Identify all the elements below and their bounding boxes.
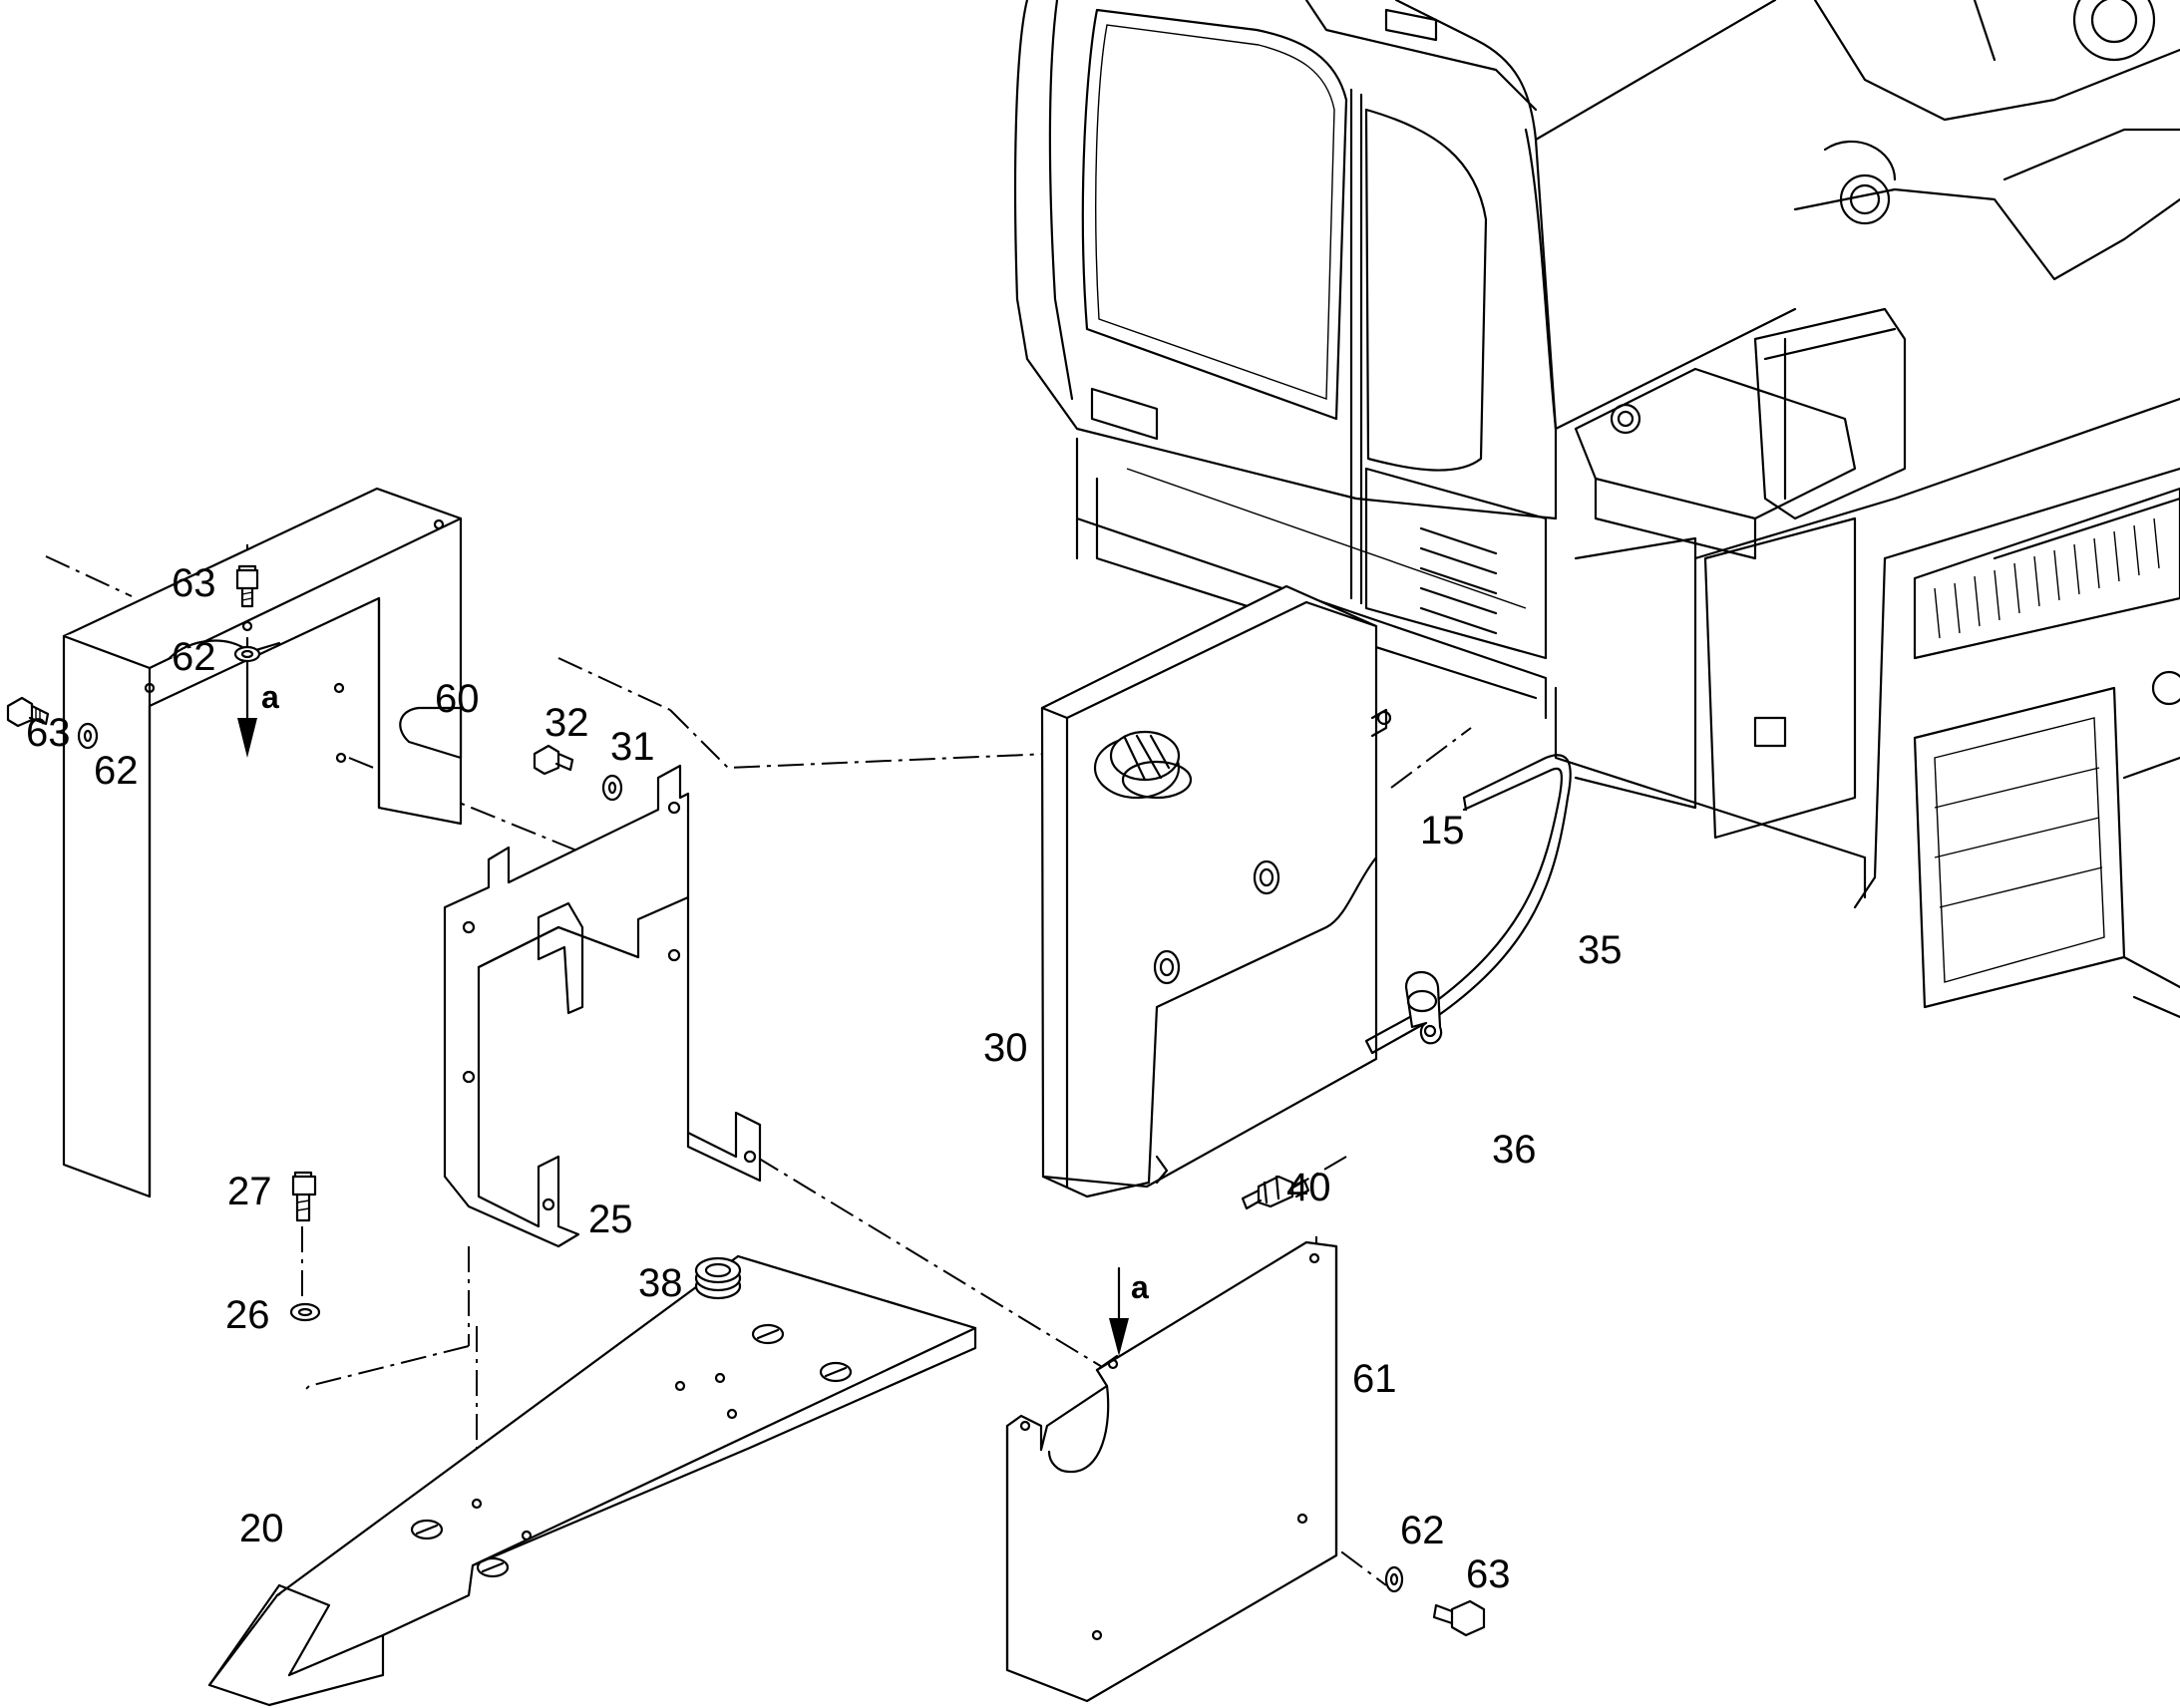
label-63-top: 63 <box>172 561 216 605</box>
hose-35 <box>1364 754 1572 1055</box>
grommet-38 <box>694 1256 742 1300</box>
label-36: 36 <box>1492 1128 1537 1172</box>
label-60: 60 <box>435 677 480 721</box>
view-arrow-a-left: a <box>261 679 279 715</box>
vent-slots <box>1419 526 1498 635</box>
label-35: 35 <box>1578 928 1623 972</box>
label-62-bottom: 62 <box>1400 1509 1445 1552</box>
bolt-27 <box>291 1171 317 1222</box>
label-26: 26 <box>225 1293 270 1337</box>
label-32: 32 <box>545 701 589 745</box>
label-63-left: 63 <box>26 711 71 755</box>
bolt-63-bottom <box>1432 1599 1486 1637</box>
view-arrow-a-right: a <box>1131 1269 1149 1305</box>
bolt-32 <box>533 744 574 776</box>
label-27: 27 <box>227 1170 272 1213</box>
view-arrow-labels: a a <box>261 679 1149 1305</box>
washer-62-bottom <box>1384 1565 1404 1593</box>
label-62-left: 62 <box>94 749 139 793</box>
fitting-40 <box>1241 1175 1310 1210</box>
label-20: 20 <box>239 1507 284 1550</box>
bolt-63-left <box>6 696 50 728</box>
bracket-25 <box>443 764 762 1248</box>
clamp-36 <box>1404 971 1443 1045</box>
label-63-bottom: 63 <box>1466 1552 1511 1596</box>
label-38: 38 <box>638 1261 683 1305</box>
cover-61 <box>1005 1240 1338 1703</box>
engine-louvers <box>1934 517 2160 639</box>
label-40: 40 <box>1286 1166 1331 1209</box>
label-62-top: 62 <box>172 635 216 679</box>
label-25: 25 <box>588 1197 633 1241</box>
label-15: 15 <box>1420 809 1465 853</box>
washer-62-left <box>77 722 99 750</box>
washer-31 <box>601 774 623 802</box>
cover-60 <box>62 487 463 1198</box>
bolt-63-top <box>235 564 259 608</box>
plate-20 <box>207 1254 977 1707</box>
label-61: 61 <box>1352 1357 1397 1401</box>
label-30: 30 <box>983 1026 1028 1070</box>
tank-30 <box>1040 584 1392 1198</box>
part-labels: 63 62 60 63 62 32 31 15 35 30 36 40 27 2… <box>26 561 1623 1596</box>
label-31: 31 <box>610 725 655 769</box>
washer-26 <box>289 1302 321 1322</box>
washer-62-top <box>233 645 261 663</box>
